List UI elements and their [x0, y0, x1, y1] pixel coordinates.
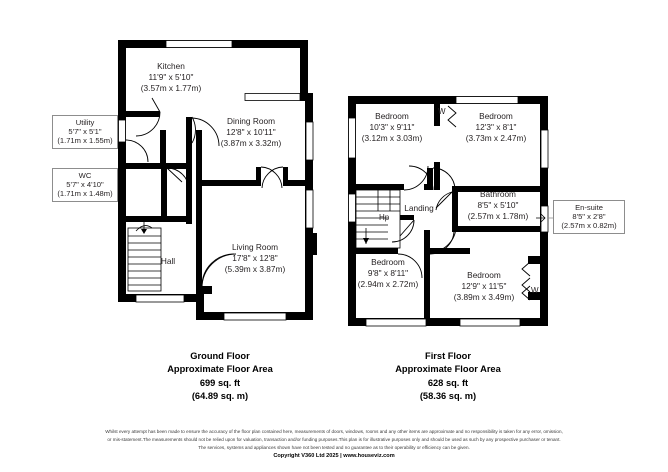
- callout-utility-name: Utility: [75, 118, 95, 127]
- disclaimer-line-1: Whilst every attempt has been made to en…: [105, 429, 563, 434]
- room-label-dining-room: Dining Room: [227, 116, 275, 126]
- ground-floor-internal-walls: [126, 111, 305, 302]
- callout-wc-imperial: 5'7" x 4'10": [66, 180, 104, 190]
- first-floor-title: First Floor: [425, 351, 471, 361]
- first-floor-plan: [348, 96, 566, 327]
- room-dim-bedroom-4-metric: (3.89m x 3.49m): [453, 292, 515, 302]
- first-floor-staircase: [355, 189, 401, 249]
- disclaimer-line-2: or mis-statement.The measurements should…: [107, 437, 561, 442]
- disclaimer-line-3: The services, systems and appliances sho…: [198, 445, 470, 450]
- first-floor-title-block: First Floor Approximate Floor Area 628 s…: [358, 350, 538, 404]
- ground-floor-windows: [118, 40, 314, 321]
- room-dim-dining-room-imperial: 12'8" x 10'11": [226, 127, 276, 137]
- ground-floor-plan: [118, 40, 317, 321]
- room-dim-bedroom-3-imperial: 9'8" x 8'11": [367, 268, 409, 278]
- room-label-bedroom-1: Bedroom: [375, 111, 409, 121]
- room-dim-bedroom-1-metric: (3.12m x 3.03m): [361, 133, 423, 143]
- room-label-living-room: Living Room: [231, 242, 279, 252]
- room-label-bedroom-2: Bedroom: [479, 111, 513, 121]
- room-label-bedroom-3: Bedroom: [371, 257, 405, 267]
- room-dim-living-room-metric: (5.39m x 3.87m): [224, 264, 286, 274]
- ground-floor-area-caption: Approximate Floor Area: [167, 364, 273, 375]
- room-label-landing: Landing: [404, 203, 434, 213]
- callout-ensuite-metric: (2.57m x 0.82m): [561, 221, 617, 231]
- callout-wc: WC 5'7" x 4'10" (1.71m x 1.48m): [52, 168, 118, 203]
- wardrobe-symbols: [447, 105, 531, 301]
- room-dim-bedroom-2-imperial: 12'3" x 8'1": [475, 122, 517, 132]
- room-label-bedroom-4: Bedroom: [467, 270, 501, 280]
- ground-floor-area-metric: (64.89 sq. m): [191, 391, 249, 402]
- wardrobe-marker-2: W: [531, 286, 539, 295]
- room-label-kitchen: Kitchen: [157, 61, 185, 71]
- first-floor-area-imperial: 628 sq. ft: [427, 377, 469, 388]
- callout-ensuite-name: En-suite: [575, 203, 603, 212]
- ensuite-arrow: [536, 213, 546, 223]
- room-dim-dining-room-metric: (3.87m x 3.32m): [220, 138, 282, 148]
- ground-floor-door-swings: [125, 97, 284, 294]
- ground-floor-area-imperial: 699 sq. ft: [199, 377, 241, 388]
- landing-door-swings: [391, 165, 457, 279]
- callout-ensuite-imperial: 8'5" x 2'8": [572, 212, 606, 222]
- room-dim-living-room-imperial: 17'8" x 12'8": [232, 253, 278, 263]
- living-room-chimney-breast: [305, 233, 317, 255]
- room-label-hall: Hall: [160, 256, 176, 266]
- ground-left-exterior-wall: [118, 40, 126, 302]
- first-floor-interior: [356, 104, 540, 318]
- room-dim-bedroom-1-imperial: 10'3" x 9'11": [369, 122, 415, 132]
- ground-floor-title-block: Ground Floor Approximate Floor Area 699 …: [130, 350, 310, 404]
- callout-wc-metric: (1.71m x 1.48m): [57, 189, 113, 199]
- copyright-notice: Copyright V360 Ltd 2025 | www.houseviz.c…: [273, 453, 395, 459]
- first-floor-area-metric: (58.36 sq. m): [419, 391, 477, 402]
- wardrobe-marker-1: W: [438, 107, 446, 116]
- callout-utility-imperial: 5'7" x 5'1": [68, 127, 102, 137]
- room-dim-bedroom-4-imperial: 12'9" x 11'5": [461, 281, 507, 291]
- wall-jog: [300, 93, 313, 101]
- ground-floor-title: Ground Floor: [190, 351, 250, 361]
- callout-utility: Utility 5'7" x 5'1" (1.71m x 1.55m): [52, 115, 118, 150]
- first-floor-area-caption: Approximate Floor Area: [395, 364, 501, 375]
- callout-wc-name: WC: [78, 171, 92, 180]
- hot-press-marker: Hp: [379, 213, 390, 222]
- ground-floor-staircase: [127, 222, 162, 292]
- room-dim-bedroom-3-metric: (2.94m x 2.72m): [357, 279, 419, 289]
- room-dim-bathroom-metric: (2.57m x 1.78m): [467, 211, 529, 221]
- room-label-bathroom: Bathroom: [480, 189, 516, 199]
- room-dim-kitchen-imperial: 11'9" x 5'10": [148, 72, 194, 82]
- callout-ensuite: En-suite 8'5" x 2'8" (2.57m x 0.82m): [553, 200, 625, 235]
- room-dim-bedroom-2-metric: (3.73m x 2.47m): [465, 133, 527, 143]
- room-dim-kitchen-metric: (3.57m x 1.77m): [140, 83, 202, 93]
- callout-utility-metric: (1.71m x 1.55m): [57, 136, 113, 146]
- room-dim-bathroom-imperial: 8'5" x 5'10": [477, 200, 519, 210]
